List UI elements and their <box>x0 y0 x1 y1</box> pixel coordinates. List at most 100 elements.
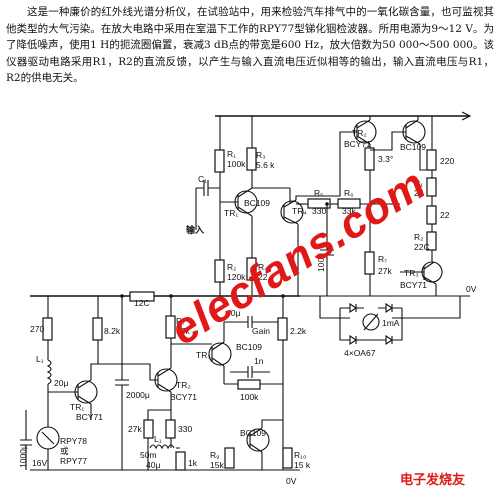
label-100k: 100k <box>240 392 259 402</box>
resistor-r7 <box>364 251 375 275</box>
label-2000u: 2000μ <box>126 390 150 400</box>
label-l1: L₁ <box>36 354 44 364</box>
resistor-220 <box>426 149 437 171</box>
label-22: 22 <box>440 210 450 220</box>
label-40u: 40μ <box>146 460 160 470</box>
label-tr3-lower-bc109: BC109 <box>236 342 262 352</box>
label-line: 15k <box>176 326 190 336</box>
capacitor-2000u <box>115 296 129 470</box>
resistor-12c <box>129 291 155 302</box>
label-line: 5.6 k <box>256 160 275 170</box>
diode-2 <box>385 302 393 314</box>
transistor-bc109-lower <box>246 428 270 452</box>
label-input: 输入 <box>186 224 204 235</box>
label-12c: 12C <box>134 298 150 308</box>
label-4xoa67: 4×OA67 <box>344 348 376 358</box>
label-tr3-right: TR₃ <box>404 268 419 278</box>
label-3-3: 3.3° <box>378 154 393 164</box>
label-bc109-lower: BC109 <box>240 428 266 438</box>
top-rail-arrow <box>461 111 472 121</box>
resistor-22 <box>426 205 437 225</box>
label-tr1-bc109: BC109 <box>244 198 270 208</box>
inductor-l1 <box>46 359 52 400</box>
capacitor-40u-gain <box>224 316 286 328</box>
transistor-tr3-right <box>421 261 443 283</box>
label-0v-bottom: 0V <box>286 476 297 486</box>
resistor-r9 <box>224 447 235 469</box>
diode-3 <box>349 334 357 346</box>
label-line: 22C <box>414 242 430 252</box>
label-line: 15 k <box>294 460 311 470</box>
label-tr4: TR₄ <box>292 206 307 216</box>
resistor-100k <box>237 379 261 390</box>
label-line: 100k <box>227 159 246 169</box>
label-tr1: TR₁ <box>224 208 238 218</box>
label-r5: R₅ <box>314 188 324 198</box>
intro-paragraph: 这是一种廉价的红外线光谱分析仪，在试验站中，用来检验汽车排气中的一氧化碳含量，也… <box>6 6 494 84</box>
label-tr1-lower-bcy71: BCY71 <box>76 412 103 422</box>
label-l1-lower: L₁ <box>154 434 162 444</box>
capacitor-1n <box>230 366 270 378</box>
meter-1ma <box>362 313 380 331</box>
label-r5-330: 330 <box>312 206 326 216</box>
resistor-2-2k-gain <box>277 317 288 341</box>
label-line: 22 <box>414 188 424 198</box>
label-tr1-lower: TR₁ <box>70 402 84 412</box>
label-40u-top: 40μ <box>226 308 240 318</box>
label-1ma: 1mA <box>382 318 400 328</box>
resistor-r1 <box>214 149 225 173</box>
label-330: 330 <box>178 424 192 434</box>
resistor-3r3 <box>364 147 375 171</box>
capacitor-100u <box>320 204 334 296</box>
label-line: 15k <box>210 460 224 470</box>
label-r6-33k: 33k <box>342 206 356 216</box>
label-cap-100u: 100μ <box>316 253 326 272</box>
label-27k: 27k <box>128 424 142 434</box>
label-tr2-lower-bcy71: BCY71 <box>170 392 197 402</box>
label-tr2-upper: TR₂ <box>352 128 367 138</box>
label-tr3-lower: TR₃ <box>196 350 211 360</box>
resistor-27k <box>143 419 154 439</box>
resistor-270 <box>42 317 53 341</box>
label-2-2k: 2.2k <box>290 326 307 336</box>
label-1k: 1k <box>188 458 198 468</box>
label-270: 270 <box>30 324 44 334</box>
label-50m: 50m <box>140 450 157 460</box>
label-r6: R₆ <box>344 188 354 198</box>
inductor-l1-lower <box>149 444 180 450</box>
label-line: 120k <box>227 272 246 282</box>
label-1000u: 1000μ <box>18 444 28 468</box>
label-r7-27k: 27k <box>378 266 392 276</box>
label-16v: 16V <box>32 458 47 468</box>
resistor-330 <box>165 419 176 439</box>
label-8-2k: 8.2k <box>104 326 121 336</box>
label-220: 220 <box>440 156 454 166</box>
capacitor-c1 <box>196 180 220 196</box>
label-tr2-lower: TR₂ <box>176 380 191 390</box>
diode-4 <box>385 334 393 346</box>
label-tr3-bcy71: BCY71 <box>400 280 427 290</box>
label-c1: C₁ <box>198 174 207 184</box>
label-bc109-upper: BC109 <box>400 142 426 152</box>
resistor-r10 <box>282 447 293 469</box>
transistor-tr3-lower <box>208 342 232 366</box>
label-0v-top: 0V <box>466 284 477 294</box>
resistor-8-2k <box>92 317 103 341</box>
label-r7: R₇ <box>378 254 387 264</box>
diode-1 <box>349 302 357 314</box>
label-line: RPY77 <box>60 456 87 466</box>
label-line: 22 <box>258 272 268 282</box>
brand-logo-text: 电子发烧友 <box>400 472 465 488</box>
